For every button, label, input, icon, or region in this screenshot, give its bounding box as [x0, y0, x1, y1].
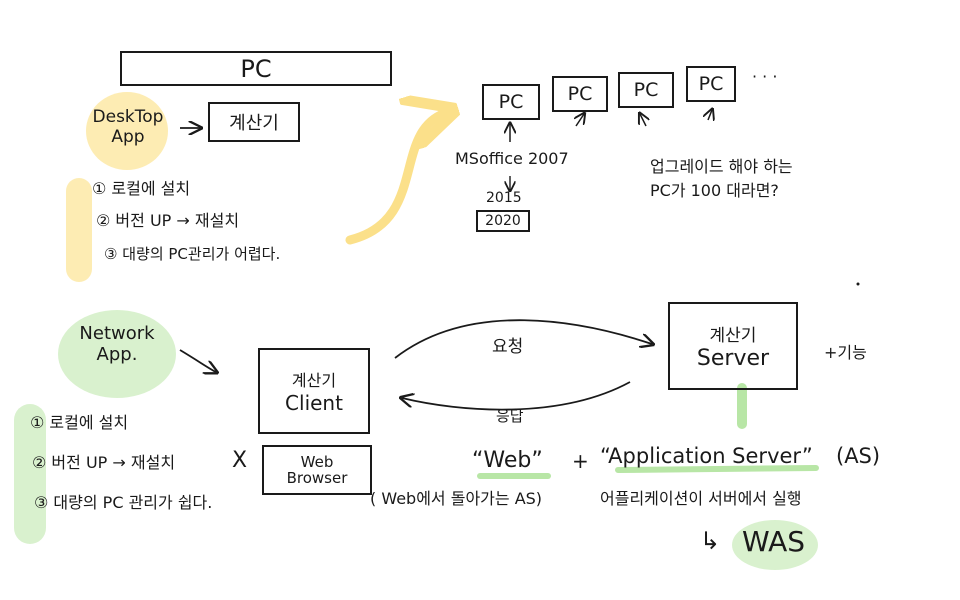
pc2-arrow: [576, 114, 584, 127]
was-result: WAS: [742, 525, 806, 558]
as-abbr: (AS): [836, 444, 881, 468]
desktop-list-1: ① 로컬에 설치: [92, 179, 191, 198]
desktop-app-line2: App: [111, 126, 145, 147]
client-box: 계산기 Client: [258, 348, 370, 434]
request-label: 요청: [492, 337, 524, 357]
desktop-calculator-label: 계산기: [229, 113, 279, 134]
pc-upgrade-note-line1: 업그레이드 해야 하는: [650, 157, 793, 176]
pc-box-2-label: PC: [567, 83, 593, 105]
server-box: 계산기 Server: [668, 302, 798, 390]
version-2007: MSoffice 2007: [455, 149, 569, 168]
pc-box-1: PC: [482, 84, 540, 120]
pc-box-4: PC: [686, 66, 736, 102]
pc-upgrade-note: 업그레이드 해야 하는 PC가 100 대라면?: [650, 157, 793, 201]
desktop-list-2: ② 버전 UP → 재설치: [96, 211, 240, 230]
network-list-highlight: [14, 404, 46, 544]
yellow-arrow: [345, 112, 448, 245]
network-list-2: ② 버전 UP → 재설치: [32, 453, 176, 472]
network-app-label: Network App.: [64, 323, 170, 365]
desktop-app-line1: DeskTop: [92, 107, 164, 127]
app-server-quote: “Application Server”: [600, 444, 813, 468]
desktop-list-3: ③ 대량의 PC관리가 어렵다.: [104, 245, 281, 263]
web-quote: “Web”: [472, 448, 543, 473]
desktop-app-highlight: [86, 92, 168, 170]
was-arrow: ↳: [700, 527, 721, 555]
server-line2: Server: [696, 346, 770, 371]
pc-box-2: PC: [552, 76, 608, 112]
desktop-calculator-box: 계산기: [208, 102, 300, 142]
was-highlight: [732, 520, 818, 570]
network-list-1: ① 로컬에 설치: [30, 413, 129, 432]
version-2020-box: 2020: [476, 210, 530, 232]
version-2020: 2020: [485, 213, 521, 229]
web-browser-line1: Web: [300, 452, 334, 471]
pc-upgrade-note-line2: PC가 100 대라면?: [650, 181, 779, 201]
network-app-line1: Network: [79, 323, 155, 344]
client-line1: 계산기: [291, 371, 337, 390]
network-list-3: ③ 대량의 PC 관리가 쉽다.: [34, 493, 213, 512]
desktop-list-highlight: [66, 178, 92, 282]
was-note-right: 어플리케이션이 서버에서 실행: [600, 489, 802, 508]
pc-banner-label: PC: [240, 54, 272, 83]
client-line2: Client: [285, 391, 343, 415]
response-arrow: [402, 381, 631, 411]
version-2015: 2015: [486, 190, 522, 206]
network-arrow: [179, 349, 216, 372]
web-browser-line2: Browser: [286, 469, 348, 487]
network-cross: X: [232, 448, 248, 473]
pc4-arrow: [708, 110, 712, 120]
web-browser-box: Web Browser: [262, 445, 372, 495]
was-note-left: ( Web에서 돌아가는 AS): [370, 489, 543, 508]
was-plus: +: [572, 449, 589, 473]
pc-box-1-label: PC: [498, 91, 524, 113]
pc3-arrow: [640, 114, 646, 127]
stray-dot: [856, 282, 860, 286]
pc-ellipsis: · · ·: [752, 67, 778, 86]
pc-banner: PC: [120, 51, 392, 86]
app-server-underline: [615, 465, 819, 473]
server-line1: 계산기: [709, 326, 757, 346]
pc-box-3: PC: [618, 72, 674, 108]
pc-box-3-label: PC: [633, 79, 659, 101]
network-app-line2: App.: [96, 343, 138, 365]
pc-box-4-label: PC: [698, 73, 724, 95]
desktop-app-label: DeskTop App: [92, 107, 164, 147]
network-app-highlight: [58, 310, 176, 398]
response-label: 응답: [496, 407, 524, 425]
request-arrow: [394, 319, 652, 359]
plus-feature-label: +기능: [824, 343, 867, 362]
